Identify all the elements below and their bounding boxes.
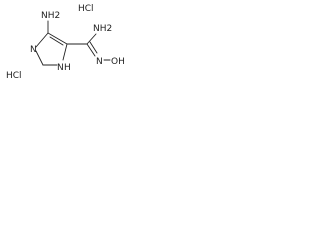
oxime-n-label: N: [96, 57, 103, 67]
bond-amidine-n-double: [89, 41, 98, 54]
bond-c4-c5: [47, 32, 68, 45]
amidine-amine-label: NH2: [93, 24, 112, 34]
bond-c4-n3: [35, 32, 49, 48]
ring-nh-n-label: N: [57, 63, 64, 73]
bond-n3-c2: [35, 50, 44, 66]
bond-amidine-n: [86, 43, 96, 57]
hydroxy-label: OH: [111, 57, 125, 67]
amino-label: NH2: [41, 11, 60, 21]
salt-label-top: HCl: [78, 4, 94, 14]
ring-n-label: N: [30, 45, 37, 55]
bond-amidine-nh2: [86, 33, 97, 45]
bond-n1-c5: [62, 43, 68, 61]
chemical-structure: HCl HCl NH2 NH2 N OH N N H: [6, 4, 125, 81]
ring-nh-h-label: H: [64, 63, 71, 73]
salt-label-bottom: HCl: [6, 71, 22, 81]
bond-ring-double: [49, 36, 64, 46]
